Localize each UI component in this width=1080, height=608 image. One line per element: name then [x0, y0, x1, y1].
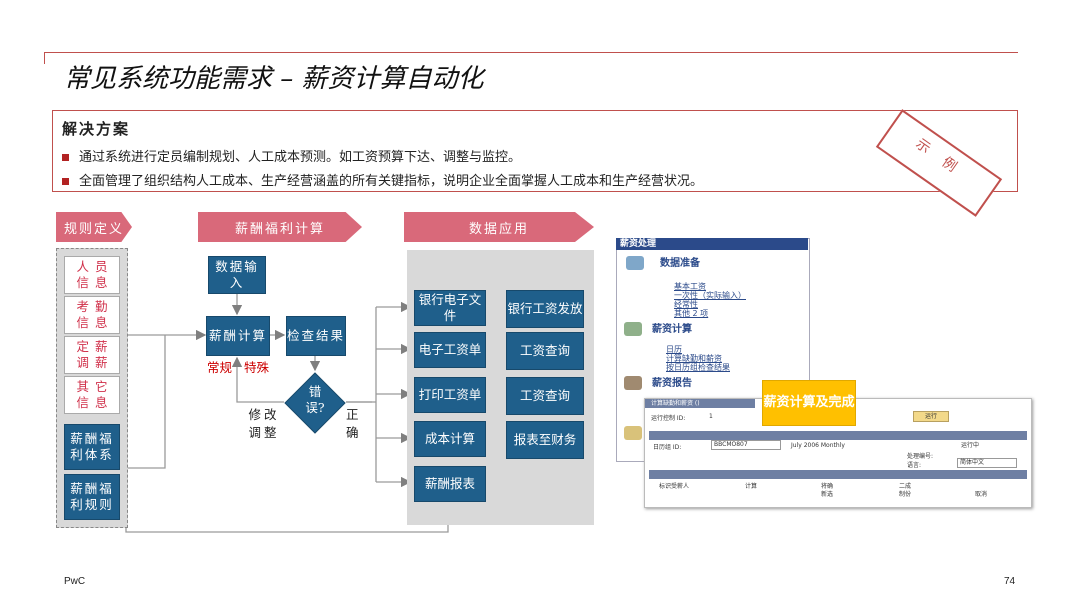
rule-benefit-rules: 薪酬福利规则: [64, 474, 120, 520]
rule-attendance-info: 考勤信息: [64, 296, 120, 334]
page-number: 74: [1004, 576, 1016, 587]
option-new[interactable]: 新选: [821, 491, 834, 498]
bank-pay-box: 银行工资发放: [506, 290, 584, 328]
correct-label: 正确: [346, 407, 359, 440]
language-select[interactable]: 简体中文: [957, 458, 1017, 468]
solution-bullet-1: 通过系统进行定员编制规划、人工成本预测。如工资预算下达、调整与监控。: [62, 146, 521, 165]
regular-label: 常规: [207, 360, 233, 375]
print-payslip-box: 打印工资单: [414, 377, 486, 413]
rule-other-info: 其它信息: [64, 376, 120, 414]
run-id-value: 1: [709, 413, 713, 420]
run-button[interactable]: 运行: [913, 411, 949, 422]
form-title: 计算缺勤和薪资 (): [645, 399, 755, 408]
option-mark-payee[interactable]: 标识受薪人: [659, 483, 690, 490]
link-one-time[interactable]: 一次性（实际输入）: [674, 291, 746, 300]
language-label: 语言:: [907, 462, 922, 469]
bank-file-box: 银行电子文件: [414, 290, 486, 326]
stage-salary-calc: 薪酬福利计算: [198, 212, 362, 242]
solution-box: [52, 110, 1018, 192]
salary-calc-box: 薪酬计算: [206, 316, 270, 356]
data-input-box: 数据输入: [208, 256, 266, 294]
stage-data-application: 数据应用: [404, 212, 594, 242]
modify-label: 修改调整: [248, 407, 280, 440]
solution-bullet-2: 全面管理了组织结构人工成本、生产经营涵盖的所有关键指标，说明企业全面掌握人工成本…: [62, 170, 703, 189]
run-id-label: 运行控制 ID:: [651, 415, 686, 422]
rule-benefit-system: 薪酬福利体系: [64, 424, 120, 470]
salary-report-box: 薪酬报表: [414, 466, 486, 502]
salary-calc-icon: [624, 322, 642, 336]
link-recurring[interactable]: 经常性: [674, 300, 698, 309]
error-decision: [284, 372, 346, 434]
error-decision-label: 错误?: [305, 384, 325, 415]
calendar-label: 日历组 ID:: [653, 444, 682, 451]
rule-salary-adjust: 定薪调薪: [64, 336, 120, 374]
e-payslip-box: 电子工资单: [414, 332, 486, 368]
option-confirm[interactable]: 将确: [821, 483, 834, 490]
link-check-results[interactable]: 按日历组检查结果: [666, 363, 730, 372]
option-copy[interactable]: 制份: [899, 491, 912, 498]
solution-heading: 解决方案: [62, 120, 131, 138]
form-section-bar: [649, 431, 1027, 440]
reports-folder-icon: [624, 426, 642, 440]
report-finance-box: 报表至财务: [506, 421, 584, 459]
calc-complete-callout: 薪资计算及完成: [762, 380, 856, 426]
special-label: 特殊: [244, 360, 270, 375]
title-rule: [44, 52, 1018, 53]
salary-query-box-2: 工资查询: [506, 377, 584, 415]
status-label: 处理编号:: [907, 453, 934, 460]
link-other[interactable]: 其他 2 项: [674, 309, 709, 318]
options-section-bar: [649, 470, 1027, 479]
screenshot-header: 薪资处理: [616, 238, 808, 250]
title-rule-tick: [44, 52, 45, 64]
calendar-desc: July 2006 Monthly: [791, 442, 845, 449]
section-data-prep[interactable]: 数据准备: [660, 258, 700, 269]
section-salary-calc[interactable]: 薪资计算: [652, 324, 692, 335]
footer-brand: PwC: [64, 576, 86, 587]
salary-report-icon: [624, 376, 642, 390]
page-title: 常见系统功能需求 – 薪资计算自动化: [64, 64, 484, 94]
bullet-marker: [62, 178, 69, 185]
bullet-marker: [62, 154, 69, 161]
calendar-input[interactable]: BBCMO807: [711, 440, 781, 450]
bullet-text: 通过系统进行定员编制规划、人工成本预测。如工资预算下达、调整与监控。: [79, 150, 522, 165]
rule-personnel-info: 人员信息: [64, 256, 120, 294]
running-checkbox[interactable]: 运行中: [961, 442, 980, 449]
link-calendar[interactable]: 日历: [666, 345, 682, 354]
link-base-salary[interactable]: 基本工资: [674, 282, 706, 291]
section-salary-report[interactable]: 薪资报告: [652, 378, 692, 389]
option-cancel[interactable]: 取消: [975, 491, 988, 498]
option-calculate[interactable]: 计算: [745, 483, 758, 490]
salary-query-box-1: 工资查询: [506, 332, 584, 370]
bullet-text: 全面管理了组织结构人工成本、生产经营涵盖的所有关键指标，说明企业全面掌握人工成本…: [79, 174, 704, 189]
stage-rule-definition: 规则定义: [56, 212, 132, 242]
option-second[interactable]: 二成: [899, 483, 912, 490]
check-result-box: 检查结果: [286, 316, 346, 356]
link-calc-absence[interactable]: 计算缺勤和薪资: [666, 354, 722, 363]
data-prep-icon: [626, 256, 644, 270]
cost-calc-box: 成本计算: [414, 421, 486, 457]
